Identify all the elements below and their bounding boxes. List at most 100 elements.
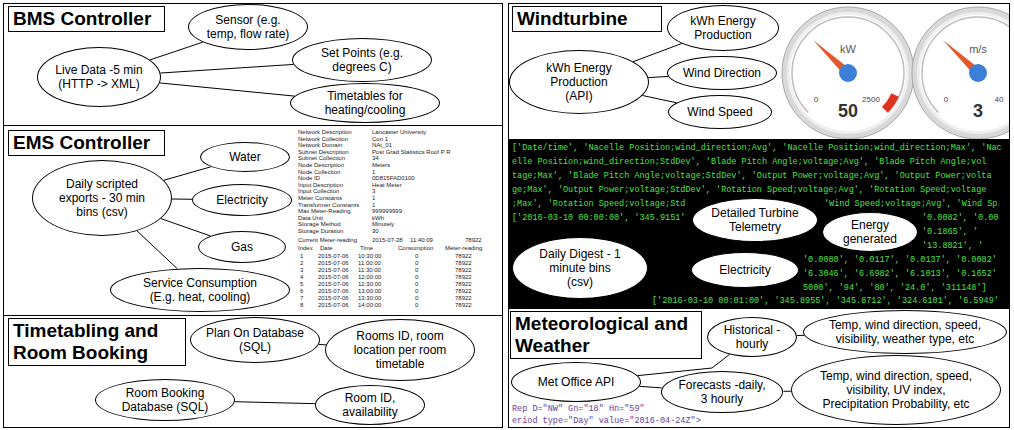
screenshot-text: 10:30:00 [358,253,381,260]
node-text: Room Booking Database (SQL) [120,386,210,414]
connector-line [648,268,691,270]
panel-title: Timetabling and Room Booking [8,318,186,366]
node-text: Plan On Database (SQL) [203,326,308,354]
terminal-text: ['2016-03-10 00:00:00', '345.9151' [512,213,685,223]
gauge-unit: m/s [969,43,987,56]
node-text: Energy generated [840,218,900,246]
screenshot-text: 78922 [455,260,472,267]
screenshot-text: 3 [372,188,375,195]
screenshot-text: Minutely [372,221,394,228]
ellipse-node: Gas [198,231,286,263]
screenshot-text: 11:30:00 [358,267,381,274]
screenshot-text: 2015-07-06 [318,302,349,309]
screenshot-text: 2015-07-28 [372,237,403,244]
screenshot-text: 2015-07-06 [318,288,349,295]
screenshot-text: Time [360,245,373,252]
gauge-dial [782,7,914,139]
screenshot-text: 2015-07-06 [318,281,349,288]
screenshot-text: Con 1 [372,136,388,143]
ellipse-node: Room Booking Database (SQL) [95,379,235,421]
node-text: Daily scripted exports - 30 min bins (cs… [52,177,152,219]
screenshot-text: 2015-07-06 [318,274,349,281]
gauge-group [782,7,1009,139]
screenshot-text: 1 [372,195,375,202]
ellipse-node: Electricity [192,184,292,216]
gauge-ring [917,12,1009,134]
ellipse-node: Detailed Turbine Telemetry [692,198,818,242]
screenshot-text: Data Unit [298,215,323,222]
connector-line [161,219,210,236]
gauge-rim [912,7,1009,139]
ellipse-node: Set Points (e.g. degrees C) [292,38,432,82]
screenshot-text: Node Description [298,162,344,169]
node-text: Temp, wind direction, speed, visibility,… [814,369,979,411]
gauge-value: 50 [838,101,858,122]
screenshot-text: 12:00:00 [358,274,381,281]
ellipse-node: Service Consumption (E.g. heat, cooling) [110,268,290,312]
terminal-text: '0.0082', '0.00 [922,213,999,223]
terminal-text: ;Max', 'Rotation Speed;voltage;Std [512,199,685,209]
screenshot-text: 0 [415,288,418,295]
screenshot-text: 999999999 [372,208,402,215]
connector-line [639,386,661,388]
screenshot-text: Subnet Collection [298,155,345,162]
gauge-hub [839,64,857,82]
screenshot-text: Network Description [298,129,352,136]
gauge-scale [922,17,1009,113]
connector-line [137,231,177,269]
screenshot-text: Heat Meter [372,182,402,189]
ellipse-node: Live Data -5 min (HTTP -> XML) [37,47,161,107]
terminal-text: 'Wind Speed;voltage;Avg', 'Wind Sp [824,199,997,209]
screenshot-text: 0D815FAD0100 [372,175,415,182]
screenshot-text: 0 [415,302,418,309]
screenshot-text: Meters [372,162,390,169]
screenshot-text: Input Description [298,182,343,189]
screenshot-text: 1 [300,253,303,260]
ellipse-node: Forecasts -daily, 3 hourly [661,371,784,413]
terminal-text: '6.3046', '6.6982', '6.1013', '0.1652' [803,269,997,279]
screenshot-text: Date [320,245,333,252]
screenshot-text: Input Collection [298,188,339,195]
screenshot-text: 6 [300,288,303,295]
ellipse-node: Daily Digest - 1 minute bins (csv) [512,237,648,299]
screenshot-text: Lancaster University [372,129,426,136]
node-text: Forecasts -daily, 3 hourly [677,378,767,406]
screenshot-text: Max Meter-Reading [298,208,351,215]
ellipse-node: Met Office API [511,362,641,402]
screenshot-text: 12:30:00 [358,281,381,288]
gauge-dial [912,7,1009,139]
terminal-text: '0.1865', ' [922,227,978,237]
screenshot-text: Node ID [298,175,320,182]
gauge-face [790,15,906,131]
gauge-value: 3 [973,101,983,122]
ellipse-node: Sensor (e.g. temp, flow rate) [188,4,308,50]
screenshot-text: Transformer Constants [298,202,359,209]
ellipse-node: Wind Speed [668,95,772,129]
screenshot-text: kWh [372,215,384,222]
screenshot-text: 3 [300,267,303,274]
gauge-tick-label: 0 [814,95,818,105]
screenshot-text: Storage Duration [298,228,343,235]
panel-title: EMS Controller [8,130,165,156]
node-text: Electricity [216,193,267,207]
terminal-screen [509,139,1009,308]
ellipse-node: kWh Energy Production [667,5,779,51]
screenshot-text: Meter Constants [298,195,342,202]
screenshot-text: 0 [415,267,418,274]
ellipse-node: kWh Energy Production (API) [509,50,649,114]
panel: Timetabling and Room Booking Plan On Data… [3,315,503,428]
panel-title: BMS Controller [8,6,165,32]
screenshot-text: 13:00:00 [358,288,381,295]
panel-title: Meteorological and Weather [510,311,702,359]
node-text: kWh Energy Production [681,14,766,42]
screenshot-text: 78922 [455,253,472,260]
screenshot-text: 2015-07-06 [318,253,349,260]
ellipse-node: Water [200,142,290,172]
screenshot-text: 78922 [455,281,472,288]
ellipse-node: Daily scripted exports - 30 min bins (cs… [32,160,172,236]
screenshot-text: Network Domain [298,142,342,149]
node-text: Rooms ID, room location per room timetab… [348,329,453,371]
node-text: Wind Direction [683,66,761,80]
